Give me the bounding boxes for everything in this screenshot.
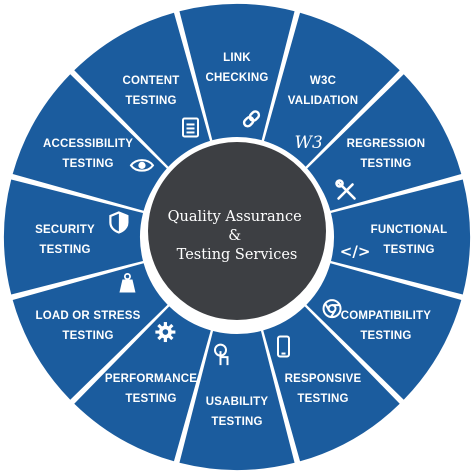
segment-label: USABILITY TESTING <box>206 396 269 428</box>
segment-7: PERFORMANCE TESTING <box>74 306 211 462</box>
segment-label-line: FUNCTIONAL <box>371 224 448 236</box>
segment-label-line: TESTING <box>39 244 90 256</box>
tools-icon <box>335 179 356 200</box>
segment-1: W3C VALIDATION W3 <box>263 12 400 168</box>
segment-label-line: LINK <box>223 52 251 64</box>
segment-label-line: TESTING <box>360 330 411 342</box>
segment-label-line: RESPONSIVE <box>285 373 362 385</box>
touch-icon <box>213 343 229 366</box>
segment-wedge <box>179 3 295 144</box>
segment-label-line: W3C <box>310 75 336 87</box>
weight-icon <box>119 272 136 293</box>
segment-wedge <box>12 74 168 211</box>
segment-wedge <box>12 263 168 400</box>
segment-3: FUNCTIONAL TESTING </> <box>330 179 470 295</box>
segment-label: RESPONSIVE TESTING <box>285 373 362 405</box>
svg-text:W3: W3 <box>294 133 322 153</box>
segment-wedge <box>179 330 295 470</box>
shield-icon <box>109 211 129 234</box>
segment-label: REGRESSION TESTING <box>347 138 426 170</box>
w3c-icon: W3 <box>294 133 322 153</box>
chrome-icon <box>322 299 342 319</box>
segment-label-line: VALIDATION <box>288 95 359 107</box>
segment-label: FUNCTIONAL TESTING <box>371 224 448 256</box>
center-line-2: & <box>228 228 241 244</box>
center-title: Quality Assurance & Testing Services <box>168 209 307 263</box>
code-icon: </> <box>340 243 371 261</box>
segment-label-line: CHECKING <box>206 72 269 84</box>
mobile-icon <box>276 335 290 358</box>
segment-label: SECURITY TESTING <box>35 224 95 256</box>
segment-label-line: TESTING <box>125 393 176 405</box>
link-icon <box>242 110 261 128</box>
segment-4: COMPATIBILITY TESTING <box>306 263 462 400</box>
center-line-3: Testing Services <box>177 247 298 263</box>
segment-wedge <box>330 179 470 295</box>
center-line-1: Quality Assurance <box>168 209 302 225</box>
segment-label-line: TESTING <box>297 393 348 405</box>
segments: LINK CHECKING W3C VALIDATION W3 REGRESSION TES… <box>3 3 470 470</box>
segment-2: REGRESSION TESTING <box>306 74 462 211</box>
segment-label-line: ACCESSIBILITY <box>43 138 133 150</box>
segment-label-line: PERFORMANCE <box>105 373 197 385</box>
segment-5: RESPONSIVE TESTING <box>263 306 400 462</box>
segment-label-line: TESTING <box>62 158 113 170</box>
segment-6: USABILITY TESTING <box>179 330 295 470</box>
segment-wedge <box>74 306 211 462</box>
segment-11: CONTENT TESTING <box>74 12 211 168</box>
eye-icon <box>129 159 155 172</box>
segment-label: W3C VALIDATION <box>288 75 359 107</box>
segment-label-line: USABILITY <box>206 396 269 408</box>
segment-label: LOAD OR STRESS TESTING <box>36 310 141 342</box>
segment-label: COMPATIBILITY TESTING <box>341 310 431 342</box>
segment-wedge <box>3 179 144 295</box>
segment-label: PERFORMANCE TESTING <box>105 373 197 405</box>
segment-label-line: LOAD OR STRESS <box>36 310 141 322</box>
segment-wedge <box>263 12 400 168</box>
segment-label: CONTENT TESTING <box>123 75 180 107</box>
segment-label-line: TESTING <box>383 244 434 256</box>
segment-label-line: TESTING <box>360 158 411 170</box>
center-circle <box>148 142 326 320</box>
segment-wedge <box>74 12 211 168</box>
segment-wedge <box>306 263 462 400</box>
segment-label-line: COMPATIBILITY <box>341 310 431 322</box>
segment-wedge <box>263 306 400 462</box>
segment-label: LINK CHECKING <box>206 52 269 84</box>
segment-label-line: SECURITY <box>35 224 95 236</box>
segment-label-line: TESTING <box>62 330 113 342</box>
document-icon <box>182 117 200 138</box>
segment-10: ACCESSIBILITY TESTING <box>12 74 168 211</box>
segment-wedge <box>306 74 462 211</box>
segment-0: LINK CHECKING <box>179 3 295 144</box>
segment-label: ACCESSIBILITY TESTING <box>43 138 133 170</box>
gear-icon <box>155 322 176 343</box>
segment-8: LOAD OR STRESS TESTING <box>12 263 168 400</box>
segment-label-line: REGRESSION <box>347 138 426 150</box>
center-hub: Quality Assurance & Testing Services <box>143 137 331 325</box>
svg-text:</>: </> <box>340 243 371 261</box>
segment-9: SECURITY TESTING <box>3 179 144 295</box>
segment-label-line: TESTING <box>125 95 176 107</box>
segment-label-line: CONTENT <box>123 75 180 87</box>
segment-label-line: TESTING <box>211 416 262 428</box>
